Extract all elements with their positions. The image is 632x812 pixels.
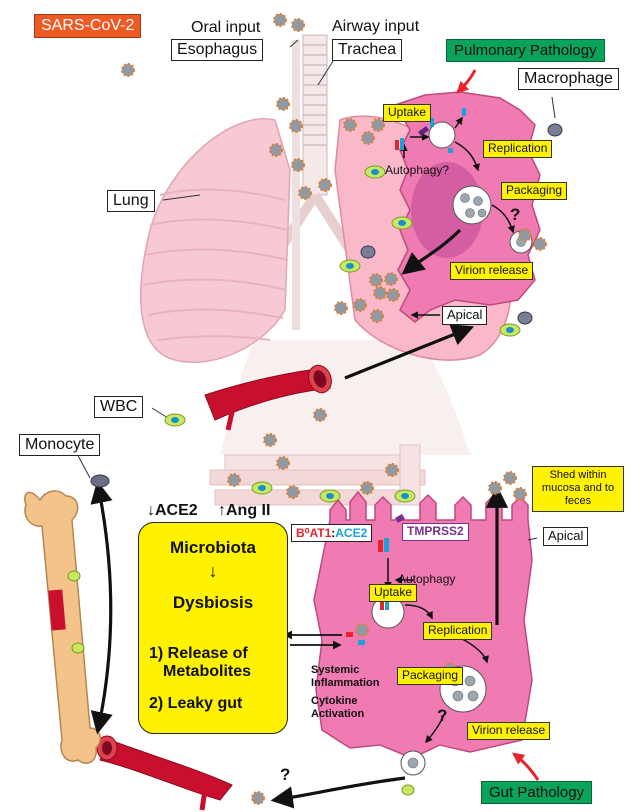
microbiota-arrow: ↓ [139, 561, 287, 582]
gut-to-vessel-arrow [275, 778, 405, 800]
gut-pathology-pointer [514, 754, 538, 780]
lung-label: Lung [107, 190, 155, 212]
airway-input-label: Airway input [332, 18, 419, 36]
monocyte-label: Monocyte [19, 434, 100, 456]
gut-packaging-label: Packaging [397, 667, 463, 685]
lung-virion-release-label: Virion release [450, 262, 533, 280]
gut-apical-label: Apical [543, 527, 588, 546]
cytokine-label-1: Cytokine [311, 695, 357, 708]
lung-replication-label: Replication [483, 140, 552, 158]
gut-uptake-label: Uptake [369, 584, 417, 602]
lung-question-mark: ? [510, 205, 520, 225]
cytokine-label-2: Activation [311, 708, 364, 721]
release-label-2: Metabolites [163, 663, 251, 681]
gut-replication-label: Replication [423, 622, 492, 640]
pulmonary-pathology-label: Pulmonary Pathology [446, 39, 605, 62]
esophagus-label: Esophagus [171, 39, 263, 61]
systemic-label-1: Systemic [311, 664, 359, 677]
lung-uptake-label: Uptake [383, 104, 431, 122]
shed-label: Shed within mucosa and to feces [532, 466, 624, 512]
lung-apical-label: Apical [442, 306, 487, 325]
gut-virion-release-label: Virion release [467, 722, 550, 740]
gut-pathology-label: Gut Pathology [481, 781, 592, 804]
vessel-question-mark: ? [280, 765, 290, 785]
wbc-label: WBC [94, 396, 143, 418]
receptor-b0at1: B⁰AT1 [296, 526, 331, 540]
lung-autophagy-label: Autophagy? [385, 164, 449, 178]
lung-packaging-label: Packaging [501, 182, 567, 200]
tmprss2-label: TMPRSS2 [402, 523, 469, 541]
systemic-label-2: Inflammation [311, 677, 379, 690]
oral-input-label: Oral input [191, 19, 260, 37]
receptor-ace2: ACE2 [335, 526, 367, 540]
lung-left [141, 119, 290, 362]
blood-vessel-lower [97, 736, 232, 810]
ace2-down-label: ↓ACE2 [147, 502, 198, 520]
bone-circulation-arrow [98, 485, 111, 730]
dysbiosis-label: Dysbiosis [139, 593, 287, 613]
leaky-gut-label: 2) Leaky gut [149, 695, 242, 713]
bone [25, 491, 100, 763]
macrophage-label: Macrophage [518, 68, 619, 90]
microbiota-label: Microbiota [139, 538, 287, 558]
microbiota-panel: Microbiota ↓ Dysbiosis 1) Release of Met… [138, 522, 288, 734]
angii-up-label: ↑Ang II [218, 502, 270, 520]
release-label-1: 1) Release of [149, 645, 248, 663]
pulmonary-pathology-pointer [458, 70, 475, 92]
gut-question-mark: ? [437, 706, 447, 726]
trachea-label: Trachea [332, 39, 402, 61]
receptor-label: B⁰AT1:ACE2 [291, 524, 372, 542]
sars-cov2-label: SARS-CoV-2 [34, 14, 141, 38]
